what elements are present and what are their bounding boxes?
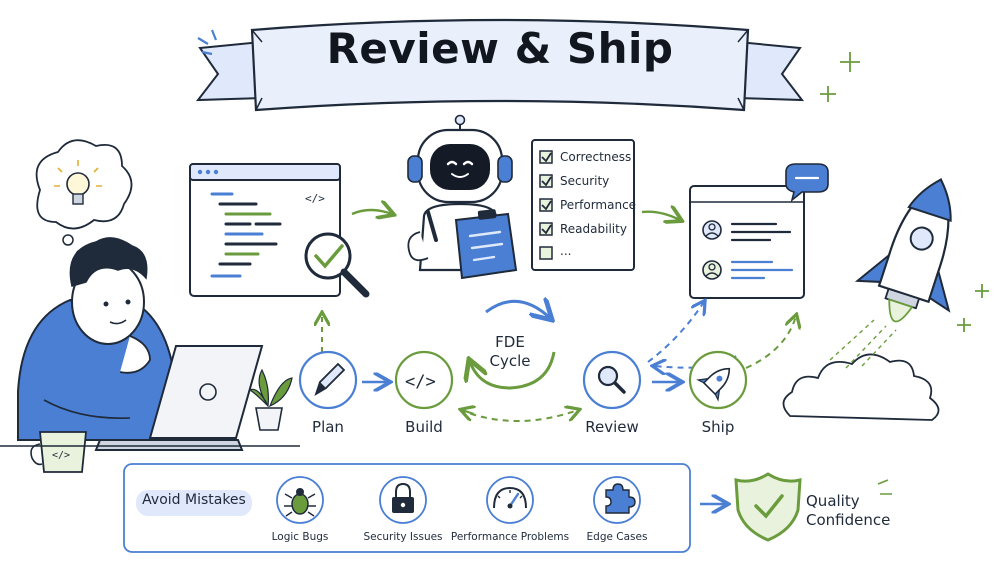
search-icon bbox=[597, 365, 626, 394]
laptop-icon bbox=[94, 345, 264, 451]
clipboard-icon bbox=[454, 209, 518, 280]
step-label-review: Review bbox=[585, 418, 639, 436]
mug-icon: </> bbox=[30, 431, 87, 473]
page-title: Review & Ship bbox=[326, 24, 674, 73]
arrow-ship-to-rocket bbox=[745, 316, 796, 369]
plant-icon bbox=[248, 368, 293, 431]
cycle-label-line2: Cycle bbox=[489, 352, 531, 370]
step-ship-circle bbox=[688, 350, 748, 410]
checkbox-icon bbox=[539, 150, 553, 260]
shield-check-icon bbox=[734, 472, 802, 542]
outcome-quality: Quality bbox=[806, 492, 860, 510]
mistake-logic-bugs: Logic Bugs bbox=[271, 531, 329, 543]
arrow-build-to-review bbox=[459, 410, 578, 422]
sparkle-icon bbox=[820, 52, 989, 332]
sparkle-marks bbox=[197, 29, 218, 56]
checklist-item-correctness: Correctness bbox=[560, 150, 632, 164]
developer-person bbox=[17, 237, 177, 441]
chat-bubble-icon bbox=[785, 163, 829, 203]
svg-text:</>: </> bbox=[305, 192, 325, 205]
avoid-mistakes-label: Avoid Mistakes bbox=[142, 492, 246, 508]
puzzle-icon bbox=[593, 476, 641, 524]
step-review-circle bbox=[582, 350, 642, 410]
rocket-icon bbox=[854, 178, 952, 323]
checklist-item-performance: Performance bbox=[560, 198, 637, 212]
step-label-plan: Plan bbox=[312, 418, 344, 436]
outcome-label: Quality Confidence bbox=[806, 492, 890, 530]
outcome-confidence: Confidence bbox=[806, 511, 891, 529]
arrow-checklist-to-review bbox=[641, 212, 680, 220]
gauge-icon bbox=[486, 476, 534, 524]
cycle-label-line1: FDE bbox=[495, 333, 525, 351]
mistake-edge-cases: Edge Cases bbox=[586, 531, 648, 543]
step-plan-circle bbox=[298, 350, 358, 410]
smoke-cloud bbox=[782, 319, 940, 421]
checklist-panel bbox=[531, 139, 635, 271]
cycle-label: FDE Cycle bbox=[460, 333, 560, 371]
arrow-code-to-robot bbox=[351, 210, 392, 214]
step-build-circle: </> bbox=[394, 350, 454, 410]
checklist-item-readability: Readability bbox=[560, 222, 627, 236]
step-label-ship: Ship bbox=[701, 418, 735, 436]
checklist-item-more: ... bbox=[560, 244, 572, 258]
checklist-item-security: Security bbox=[560, 174, 610, 188]
cycle-arrows-icon bbox=[470, 301, 554, 390]
bug-icon bbox=[276, 476, 324, 524]
magnifier-icon bbox=[304, 232, 370, 298]
lock-icon bbox=[379, 476, 427, 524]
mistake-performance-problems: Performance Problems bbox=[450, 531, 570, 543]
sparkle-icon bbox=[877, 479, 892, 495]
mistake-security-issues: Security Issues bbox=[363, 531, 443, 543]
small-rocket-icon bbox=[696, 367, 731, 402]
pencil-icon bbox=[314, 362, 346, 397]
review-window-icon bbox=[689, 185, 805, 299]
arrow-review-to-window bbox=[647, 302, 704, 363]
code-window-icon: </> bbox=[189, 163, 341, 297]
lightbulb-icon bbox=[54, 160, 102, 205]
title-banner bbox=[195, 18, 805, 112]
code-icon: </> bbox=[405, 372, 436, 392]
step-label-build: Build bbox=[405, 418, 443, 436]
mug-code-label: </> bbox=[52, 450, 70, 461]
